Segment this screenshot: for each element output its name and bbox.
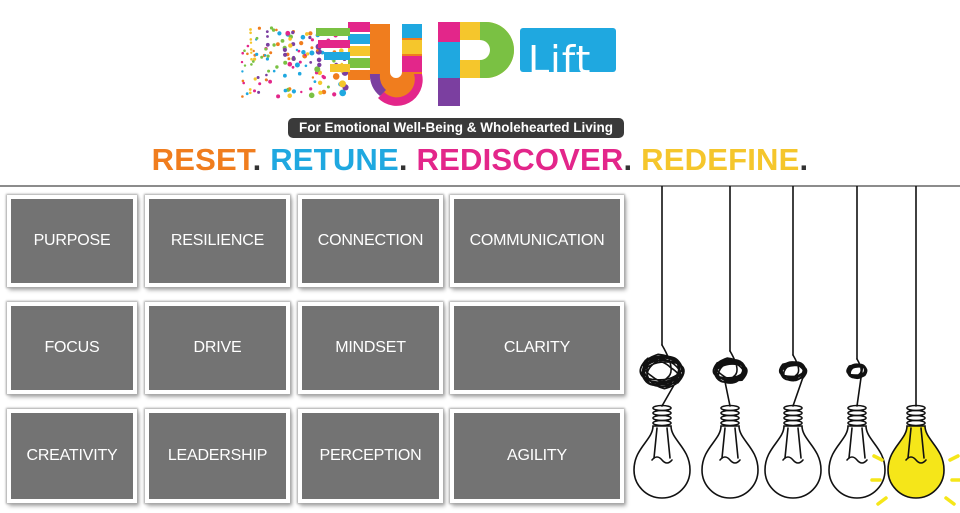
tile-clarity[interactable]: CLARITY: [450, 302, 624, 394]
headline: RESET. RETUNE. REDISCOVER. REDEFINE.: [0, 142, 960, 178]
light-bulbs-illustration: [633, 186, 960, 506]
headline-word-reset: RESET: [151, 142, 253, 177]
tile-resilience[interactable]: RESILIENCE: [145, 195, 290, 287]
logo-graphic: [240, 22, 616, 106]
tile-communication[interactable]: COMMUNICATION: [450, 195, 624, 287]
tile-drive[interactable]: DRIVE: [145, 302, 290, 394]
tangled-light-bulb-icon: [633, 186, 691, 499]
headline-word-rediscover: REDISCOVER: [416, 142, 624, 177]
tile-focus[interactable]: FOCUS: [7, 302, 137, 394]
headline-word-redefine: REDEFINE: [641, 142, 800, 177]
separator: .: [799, 142, 809, 177]
tangled-light-bulb-icon: [828, 186, 886, 499]
u-letter-graphic: [316, 22, 423, 106]
tangled-light-bulb-icon: [701, 186, 759, 499]
separator: .: [623, 142, 633, 177]
tile-agility[interactable]: AGILITY: [450, 409, 624, 503]
separator: .: [398, 142, 408, 177]
tile-leadership[interactable]: LEADERSHIP: [145, 409, 290, 503]
lift-box: [520, 28, 616, 72]
tagline: For Emotional Well-Being & Wholehearted …: [288, 118, 624, 138]
separator: .: [252, 142, 262, 177]
value-tile-grid: PURPOSE RESILIENCE CONNECTION COMMUNICAT…: [7, 195, 624, 503]
tangled-light-bulb-icon: [764, 186, 822, 499]
p-letter-graphic: [438, 22, 514, 106]
lit-light-bulb-icon: [887, 186, 945, 499]
lift-wordmark: Lift: [528, 38, 592, 82]
tile-connection[interactable]: CONNECTION: [298, 195, 443, 287]
tile-purpose[interactable]: PURPOSE: [7, 195, 137, 287]
tile-mindset[interactable]: MINDSET: [298, 302, 443, 394]
headline-word-retune: RETUNE: [270, 142, 399, 177]
divider: [0, 185, 960, 187]
tile-creativity[interactable]: CREATIVITY: [7, 409, 137, 503]
tile-perception[interactable]: PERCEPTION: [298, 409, 443, 503]
uplift-logo: Lift For Emotional Well-Being & Wholehea…: [238, 14, 624, 140]
